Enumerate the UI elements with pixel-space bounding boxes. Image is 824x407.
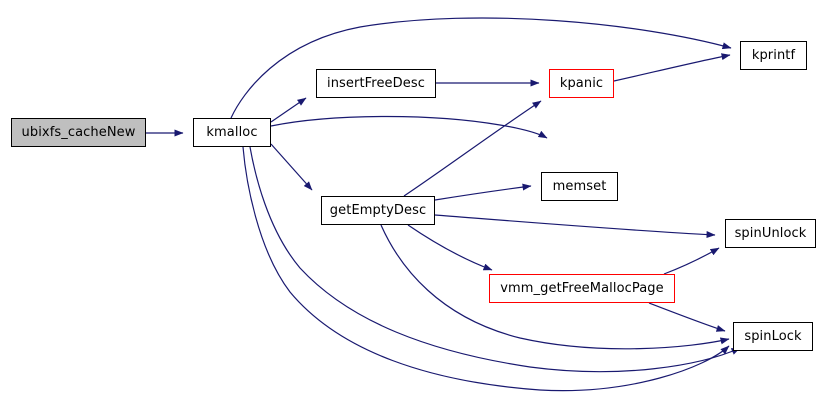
node-kpanic[interactable]: kpanic (549, 69, 614, 98)
node-getEmptyDesc[interactable]: getEmptyDesc (321, 196, 435, 225)
node-label-ubixfs_cacheNew: ubixfs_cacheNew (21, 125, 136, 140)
edge-kmalloc-to-kprintf (230, 17, 732, 119)
edges-group (146, 17, 741, 392)
node-label-insertFreeDesc: insertFreeDesc (327, 76, 425, 91)
edge-getEmptyDesc-to-memset (434, 183, 532, 201)
edge-getEmptyDesc-to-vmm_getFreeMallocPage (407, 224, 493, 271)
node-label-kmalloc: kmalloc (206, 125, 258, 140)
node-label-vmm_getFreeMallocPage: vmm_getFreeMallocPage (500, 281, 664, 296)
node-label-getEmptyDesc: getEmptyDesc (329, 203, 427, 218)
node-memset[interactable]: memset (541, 172, 618, 201)
node-kprintf[interactable]: kprintf (740, 41, 807, 70)
node-label-memset: memset (552, 179, 607, 194)
edge-getEmptyDesc-to-kpanic (403, 100, 542, 197)
node-label-kpanic: kpanic (559, 76, 604, 91)
node-spinLock[interactable]: spinLock (733, 322, 813, 351)
node-kmalloc[interactable]: kmalloc (193, 118, 271, 147)
edge-kmalloc-to-spinLock (242, 146, 730, 392)
node-label-spinLock: spinLock (744, 329, 802, 344)
edge-getEmptyDesc-to-spinUnlock (434, 214, 716, 239)
edge-kmalloc-to-insertFreeDesc (270, 97, 307, 123)
edge-kmalloc-to-getEmptyDesc (270, 143, 313, 191)
node-ubixfs_cacheNew[interactable]: ubixfs_cacheNew (11, 118, 146, 147)
node-vmm_getFreeMallocPage[interactable]: vmm_getFreeMallocPage (489, 274, 675, 303)
edge-kmalloc-to-kpanic (270, 115, 548, 139)
edge-kmalloc-to-spinUnlock (249, 146, 741, 373)
node-label-kprintf: kprintf (751, 48, 796, 63)
node-label-spinUnlock: spinUnlock (734, 226, 807, 241)
edge-vmm_getFreeMallocPage-to-spinUnlock (663, 247, 720, 275)
node-spinUnlock[interactable]: spinUnlock (725, 219, 816, 248)
edge-vmm_getFreeMallocPage-to-spinLock (648, 302, 726, 332)
node-insertFreeDesc[interactable]: insertFreeDesc (316, 69, 436, 98)
edge-kpanic-to-kprintf (613, 53, 731, 82)
